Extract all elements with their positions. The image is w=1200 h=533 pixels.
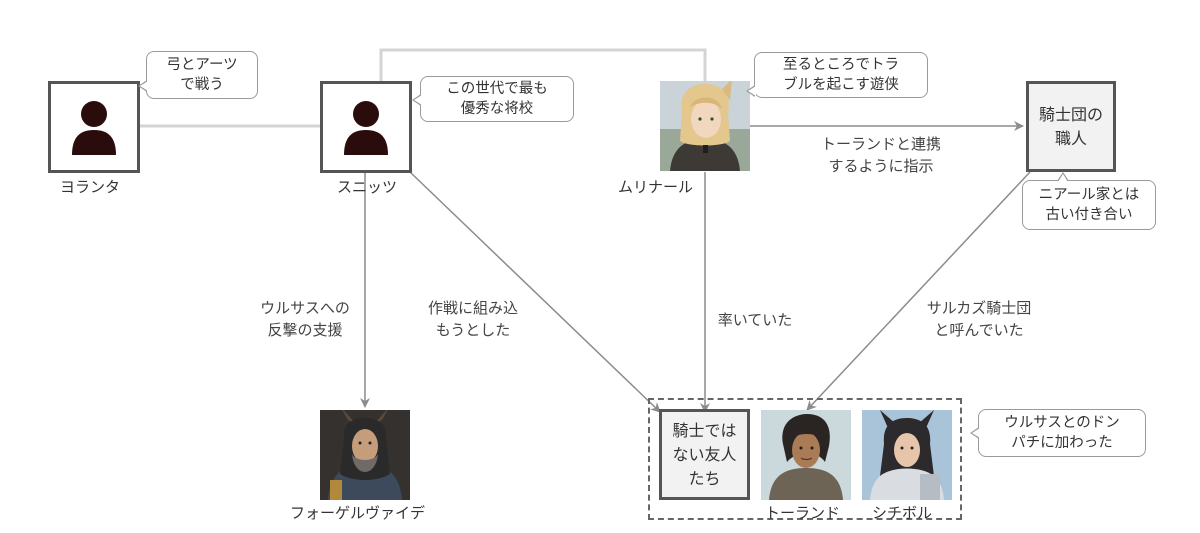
edge-label-guild-torand: サルカズ騎士団 と呼んでいた xyxy=(926,299,1032,339)
edge-label-snitz-friends: 作戦に組み込 もうとした xyxy=(427,299,518,339)
group-note: ウルサスとのドン パチに加わった xyxy=(970,409,1146,457)
friends-box[interactable]: 騎士では ない友人 たち xyxy=(659,409,750,500)
link-snitz-murinar xyxy=(379,48,707,81)
portrait-icon xyxy=(660,81,750,171)
shichibol-name: シチボル xyxy=(872,504,933,522)
portrait-icon xyxy=(862,410,952,500)
snitz-avatar[interactable] xyxy=(320,81,412,173)
guild-box[interactable]: 騎士団の 職人 xyxy=(1026,81,1116,172)
torand-name: トーランド xyxy=(765,504,841,522)
edge-label-murinar-guild: トーランドと連携 するように指示 xyxy=(820,135,941,175)
yolanta-name: ヨランタ xyxy=(60,178,121,196)
portrait-icon xyxy=(320,410,410,500)
person-icon xyxy=(72,101,116,155)
edge-guild-torand xyxy=(806,171,1031,411)
guild-note: ニアール家とは 古い付き合い xyxy=(1022,172,1156,230)
shichibol-portrait[interactable] xyxy=(862,410,952,500)
snitz-note: この世代で最も 優秀な将校 xyxy=(412,76,574,122)
edge-label-murinar-friends: 率いていた xyxy=(717,311,793,329)
murinar-name: ムリナール xyxy=(618,178,694,196)
person-icon xyxy=(344,101,388,155)
torand-portrait[interactable] xyxy=(761,410,851,500)
murinar-portrait[interactable] xyxy=(660,81,750,171)
fogelvide-name: フォーゲルヴァイデ xyxy=(290,504,426,522)
yolanta-note: 弓とアーツ で戦う xyxy=(138,51,258,99)
edge-snitz-friends xyxy=(409,171,661,413)
snitz-name: スニッツ xyxy=(337,178,398,196)
yolanta-avatar[interactable] xyxy=(48,81,140,173)
friends-group-frame xyxy=(648,398,962,520)
fogelvide-portrait[interactable] xyxy=(320,410,410,500)
edge-label-snitz-fogel: ウルサスへの 反撃の支援 xyxy=(260,299,350,339)
portrait-icon xyxy=(761,410,851,500)
murinar-note: 至るところでトラ ブルを起こす遊侠 xyxy=(746,52,928,98)
